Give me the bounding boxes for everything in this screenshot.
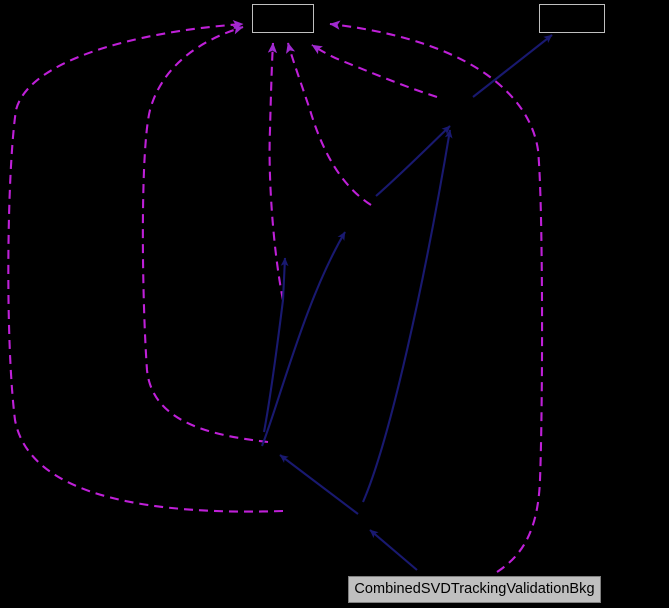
usage-edge-2 <box>141 25 269 444</box>
combined-svd-tracking-validation-bkg-node[interactable]: CombinedSVDTrackingValidationBkg <box>348 576 601 603</box>
inherit-edge-1 <box>472 34 553 98</box>
usage-edge-6 <box>329 20 544 573</box>
inherit-edge-5 <box>261 231 346 447</box>
usage-edge-4 <box>286 42 372 206</box>
top-left-node[interactable] <box>252 4 314 33</box>
inheritance-edges-group <box>261 34 553 571</box>
usage-edge-1 <box>7 20 284 513</box>
inherit-edge-4 <box>262 257 289 433</box>
usage-edges-group <box>7 20 544 573</box>
inherit-edge-2 <box>375 125 451 197</box>
inherit-edge-7 <box>369 529 418 571</box>
usage-edge-3 <box>267 42 285 301</box>
top-right-node[interactable] <box>539 4 605 33</box>
usage-edge-5 <box>311 44 438 98</box>
inherit-edge-3 <box>362 129 453 503</box>
inherit-edge-6 <box>279 454 359 515</box>
combined-svd-tracking-validation-bkg-label: CombinedSVDTrackingValidationBkg <box>354 581 595 598</box>
